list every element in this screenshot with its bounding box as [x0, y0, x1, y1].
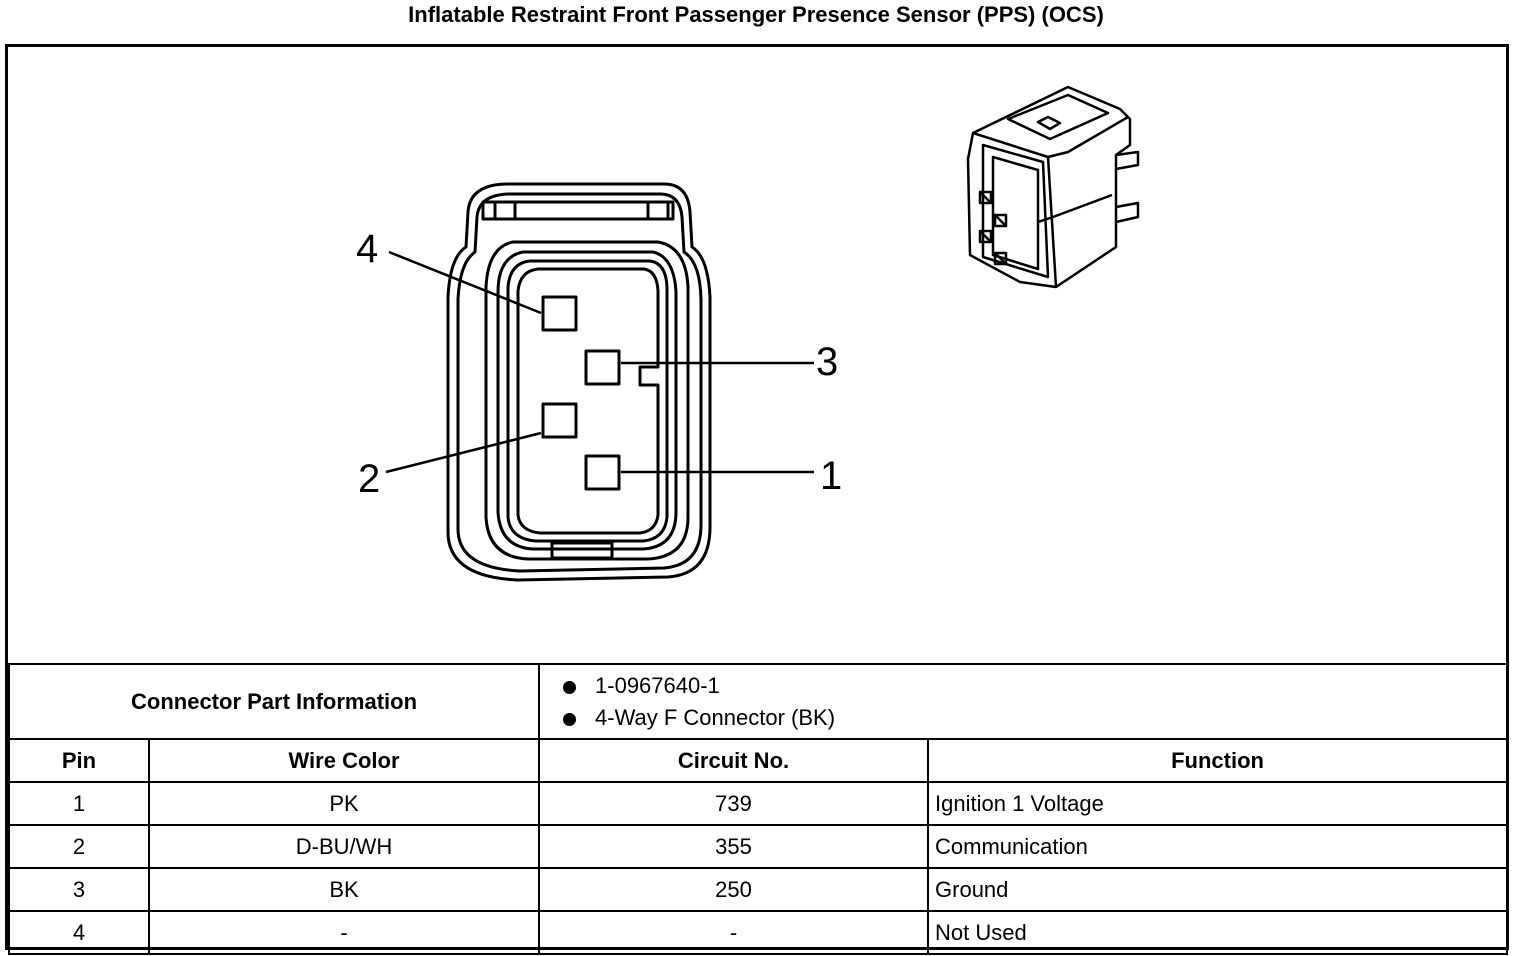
- table-row: 1 PK 739 Ignition 1 Voltage: [8, 781, 1509, 826]
- cell-function: Ignition 1 Voltage: [927, 781, 1509, 826]
- pin-label-3: 3: [816, 340, 839, 384]
- cell-circuit: 250: [538, 867, 930, 912]
- pin-label-2: 2: [358, 457, 381, 501]
- header-circuit: Circuit No.: [538, 738, 930, 783]
- table-row: 3 BK 250 Ground: [8, 867, 1509, 912]
- cell-pin: 4: [8, 910, 150, 955]
- cell-pin: 1: [8, 781, 150, 826]
- cell-circuit: 355: [538, 824, 930, 869]
- table-header-row: Pin Wire Color Circuit No. Function: [8, 738, 1509, 783]
- pin-label-1: 1: [820, 454, 843, 498]
- cell-function: Communication: [927, 824, 1509, 869]
- header-pin: Pin: [8, 738, 150, 783]
- cell-pin: 2: [8, 824, 150, 869]
- cell-pin: 3: [8, 867, 150, 912]
- pinout-table: Connector Part Information 1-0967640-1 4…: [7, 663, 1509, 955]
- connector-diagram: 4 3 2 1: [8, 47, 1506, 663]
- table-row: 4 - - Not Used: [8, 910, 1509, 955]
- connector-info-row: Connector Part Information 1-0967640-1 4…: [7, 663, 1509, 740]
- connector-type: 4-Way F Connector (BK): [540, 702, 1506, 734]
- header-wire-color: Wire Color: [147, 738, 541, 783]
- cell-function: Not Used: [927, 910, 1509, 955]
- connector-info-label: Connector Part Information: [7, 663, 541, 740]
- cell-wire-color: PK: [147, 781, 541, 826]
- cell-wire-color: D-BU/WH: [147, 824, 541, 869]
- cell-circuit: -: [538, 910, 930, 955]
- connector-part-number: 1-0967640-1: [540, 670, 1506, 702]
- cell-wire-color: BK: [147, 867, 541, 912]
- connector-face-drawing: [385, 85, 1140, 582]
- connector-info-values: 1-0967640-1 4-Way F Connector (BK): [538, 663, 1509, 740]
- cell-circuit: 739: [538, 781, 930, 826]
- cell-wire-color: -: [147, 910, 541, 955]
- connector-sheet: 4 3 2 1 Connector Part Information 1-096…: [5, 44, 1509, 955]
- page-title: Inflatable Restraint Front Passenger Pre…: [408, 2, 1104, 27]
- table-row: 2 D-BU/WH 355 Communication: [8, 824, 1509, 869]
- pin-label-4: 4: [356, 227, 379, 271]
- header-function: Function: [927, 738, 1509, 783]
- cell-function: Ground: [927, 867, 1509, 912]
- connector-iso-view: [966, 85, 1140, 289]
